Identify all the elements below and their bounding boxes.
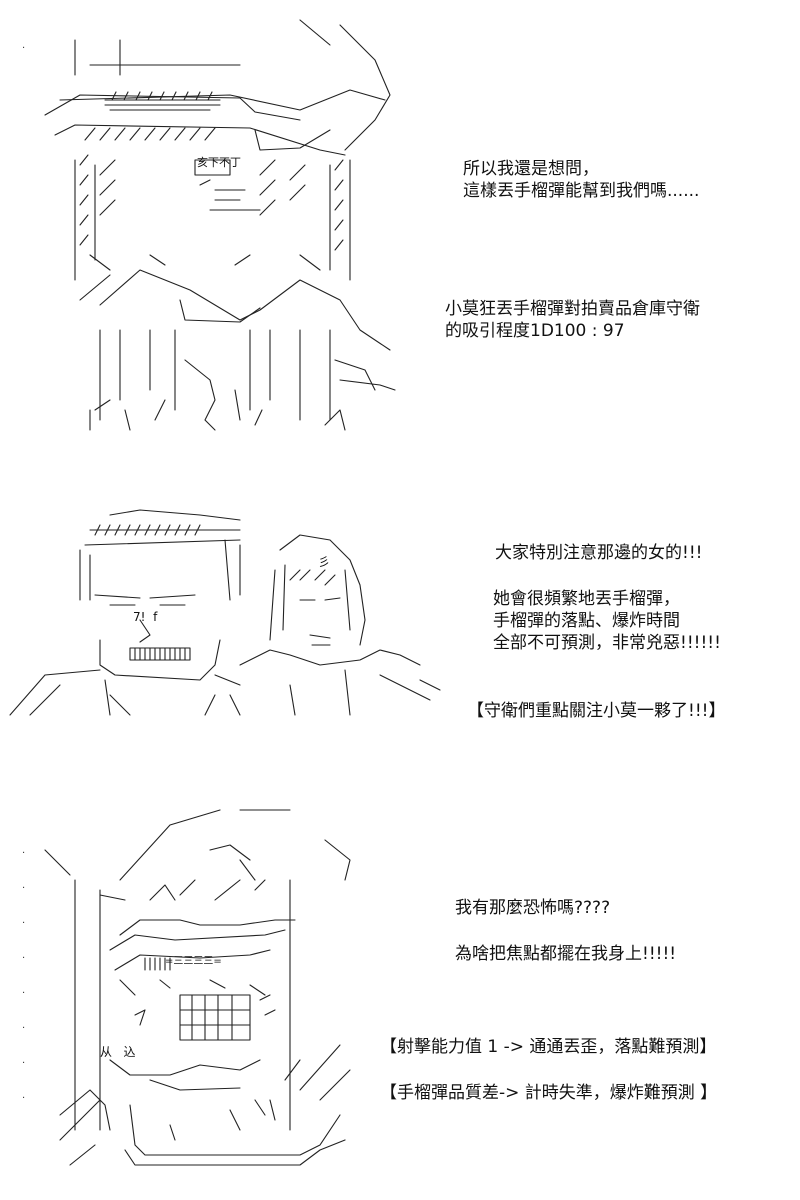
margin-dot: . [22,1090,26,1101]
note-shooting-stat: 【射擊能力值 1 -> 通通丟歪，落點難預測】 [380,1037,717,1057]
dialogue-line-1: 所以我還是想問， [463,159,599,179]
margin-dot: . [22,915,26,926]
dialogue-line-1: 大家特別注意那邊的女的!!! [495,543,703,563]
panel-1: . 亥下不丁 所以我還是想問， 這樣丟手榴彈能幫到我們嗎...... 小莫狂丟 [0,0,800,470]
margin-dot: . [22,845,26,856]
margin-dot: . [22,950,26,961]
art-glyphs-1: 从 込 [100,1045,136,1059]
art-face-glyphs: 亥下不丁 [197,156,241,169]
dialogue-line-2: 她會很頻繁地丟手榴彈， [493,589,680,609]
margin-dot: . [22,985,26,996]
panel-3: . . . . . . . . 从 込 =三三三三= 我有那麼恐怖嗎???? 為… [0,770,800,1200]
dialogue-line-1: 我有那麼恐怖嗎???? [455,898,611,918]
art-hair-glyph: 彡 [318,555,331,569]
dialogue-line-2: 這樣丟手榴彈能幫到我們嗎...... [463,181,700,201]
margin-dot: . [22,40,26,51]
dialogue-line-4: 全部不可預測，非常兇惡!!!!!! [493,633,721,653]
art-face-glyphs: 7! f [133,610,158,624]
ascii-art-girl-grinning [44,809,351,1166]
ascii-art-guards [9,509,441,716]
margin-dot: . [22,1055,26,1066]
narration-box: 【守衛們重點關注小莫一夥了!!!】 [467,701,726,721]
margin-dot: . [22,880,26,891]
roll-line-2: 的吸引程度1D100 : 97 [445,321,625,341]
roll-line-1: 小莫狂丟手榴彈對拍賣品倉庫守衛 [445,299,700,319]
dialogue-line-3: 手榴彈的落點、爆炸時間 [493,611,680,631]
note-grenade-quality: 【手榴彈品質差-> 計時失準，爆炸難預測 】 [380,1083,718,1103]
dialogue-line-2: 為啥把焦點都擺在我身上!!!!! [455,944,677,964]
art-glyphs-2: =三三三三= [165,956,222,967]
ascii-art-character-with-hat [44,19,396,431]
panel-2: 7! f 彡 大家特別注意那邊的女的!!! 她會很頻繁地丟手榴彈， 手榴彈的落點… [0,470,800,770]
margin-dot: . [22,1020,26,1031]
